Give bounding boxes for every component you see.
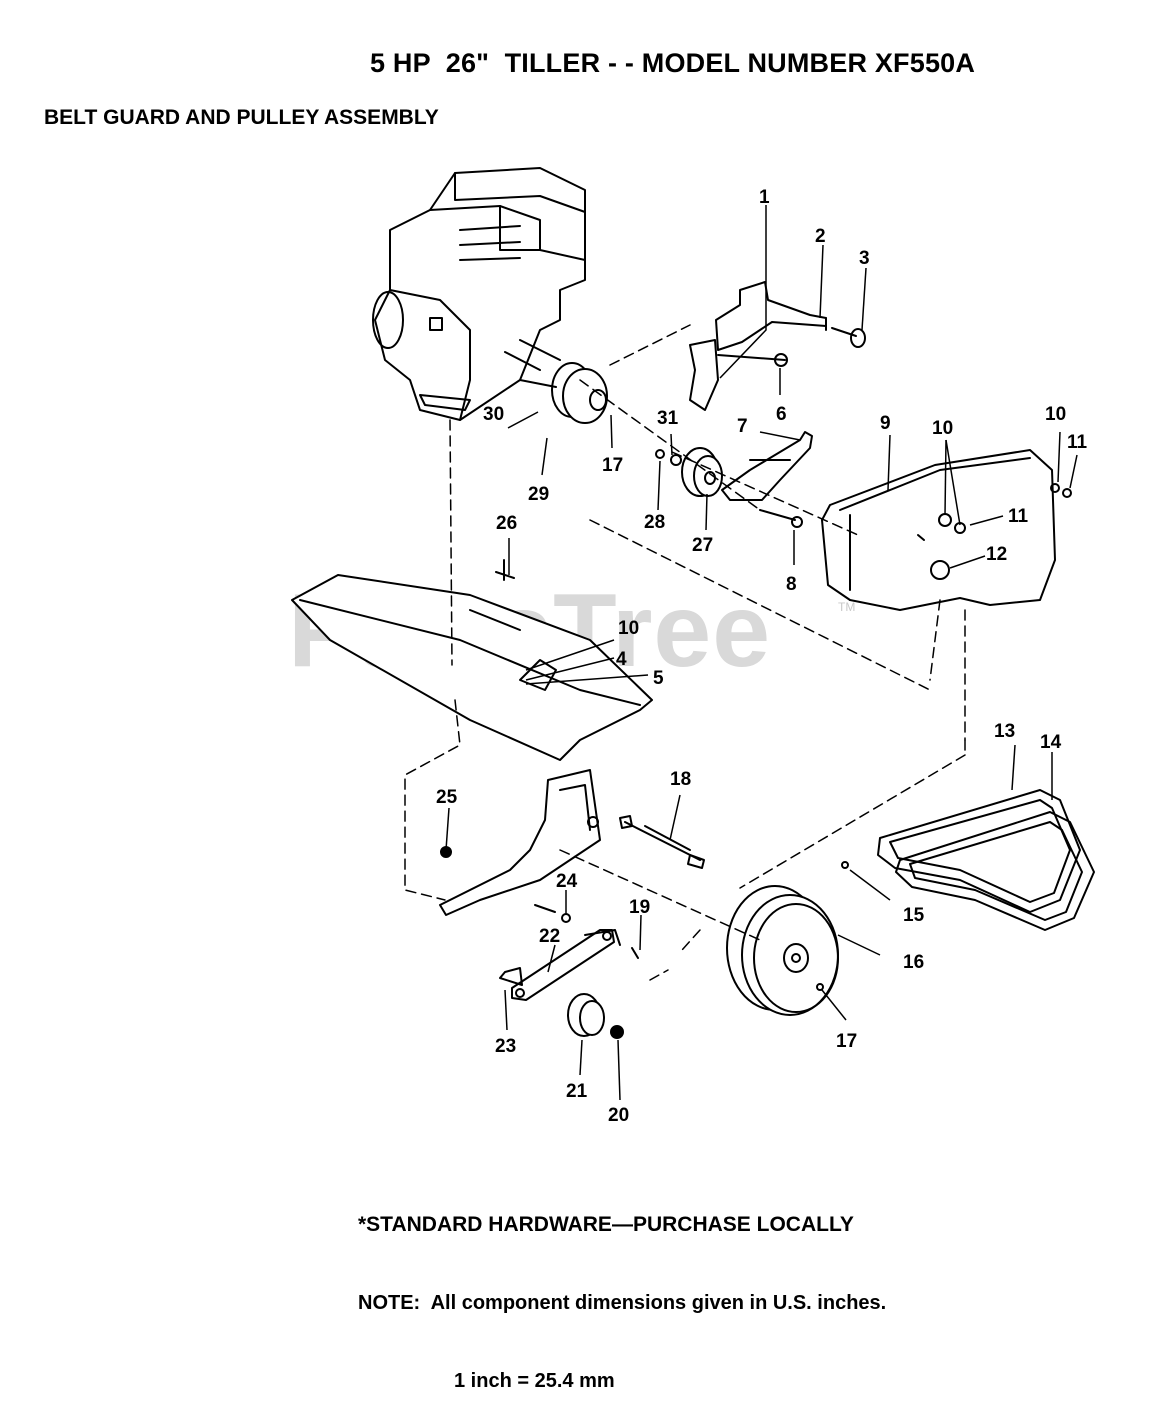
callout-8: 8 xyxy=(786,574,797,595)
callout-2: 2 xyxy=(815,226,826,247)
callout-25: 25 xyxy=(436,787,458,808)
engine-pulley-drawing xyxy=(519,362,608,424)
callout-10c: 10 xyxy=(618,618,639,639)
callout-26: 26 xyxy=(496,513,517,534)
callout-15: 15 xyxy=(903,905,925,926)
callout-10b: 10 xyxy=(1045,404,1066,425)
footer-notes: *STANDARD HARDWARE—PURCHASE LOCALLY NOTE… xyxy=(358,1160,886,1420)
shaft-drawing xyxy=(619,815,705,869)
drive-belts-drawing xyxy=(877,789,1095,931)
callout-30: 30 xyxy=(483,404,504,425)
callout-11b: 11 xyxy=(1008,506,1029,527)
callout-23: 23 xyxy=(495,1036,516,1057)
callout-29: 29 xyxy=(528,484,549,505)
alignment-lines xyxy=(404,324,966,981)
tine-shield-drawing xyxy=(291,559,653,761)
idler-pulley-drawing xyxy=(655,447,723,497)
watermark-trademark: TM xyxy=(838,600,856,614)
exploded-parts-diagram: 1 2 3 6 30 17 29 31 7 9 10 10 11 11 28 2… xyxy=(291,167,1095,1126)
diagram-subtitle: BELT GUARD AND PULLEY ASSEMBLY xyxy=(44,106,439,129)
callout-12: 12 xyxy=(986,544,1007,565)
diagram-title: 5 HP 26" TILLER - - MODEL NUMBER XF550A xyxy=(370,48,976,78)
callout-6: 6 xyxy=(776,404,787,425)
engine-drawing xyxy=(372,167,586,421)
callout-17: 17 xyxy=(602,455,623,476)
bolt-drawing xyxy=(831,327,866,348)
callout-27: 27 xyxy=(692,535,713,556)
frame-bracket-drawing xyxy=(439,769,601,916)
callout-7: 7 xyxy=(737,416,748,437)
callout-9: 9 xyxy=(880,413,891,434)
callout-21: 21 xyxy=(566,1081,588,1102)
callout-31: 31 xyxy=(657,408,679,429)
dimensions-note: NOTE: All component dimensions given in … xyxy=(358,1292,887,1314)
callout-3: 3 xyxy=(859,248,870,269)
bracket-drawing xyxy=(689,281,827,411)
leader-lines xyxy=(445,205,1078,1101)
callout-17b: 17 xyxy=(836,1031,857,1052)
callout-10a: 10 xyxy=(932,418,953,439)
callout-19: 19 xyxy=(629,897,650,918)
large-pulley-drawing xyxy=(726,861,849,1016)
belt-guard-drawing xyxy=(821,449,1072,611)
callout-20: 20 xyxy=(608,1105,629,1126)
callout-1: 1 xyxy=(759,187,770,208)
callout-28: 28 xyxy=(644,512,665,533)
callout-4: 4 xyxy=(616,649,627,670)
idler-arm-drawing xyxy=(721,431,813,528)
callout-14: 14 xyxy=(1040,732,1062,753)
callout-18: 18 xyxy=(670,769,691,790)
callout-22: 22 xyxy=(539,926,560,947)
callout-11a: 11 xyxy=(1067,432,1088,453)
conversion-note: 1 inch = 25.4 mm xyxy=(454,1370,615,1392)
callout-24: 24 xyxy=(556,871,578,892)
callout-5: 5 xyxy=(653,668,664,689)
standard-hardware-note: *STANDARD HARDWARE—PURCHASE LOCALLY xyxy=(358,1213,854,1236)
callout-16: 16 xyxy=(903,952,924,973)
callout-13: 13 xyxy=(994,721,1015,742)
callout-labels: 1 2 3 6 30 17 29 31 7 9 10 10 11 11 28 2… xyxy=(436,187,1088,1126)
lower-arm-drawing xyxy=(499,904,639,1039)
